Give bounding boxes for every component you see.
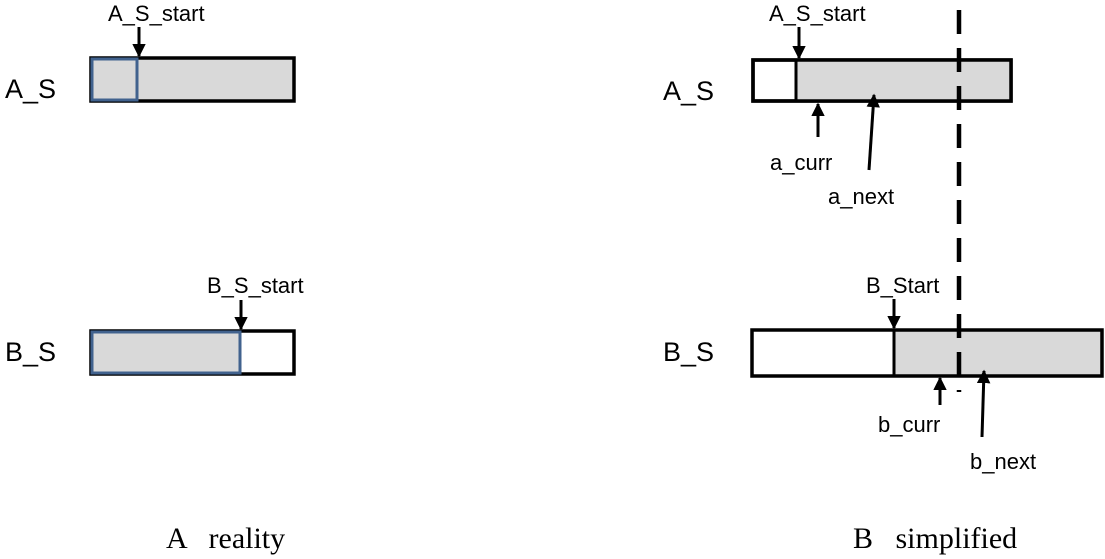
panel-b-b-filled-region: [894, 331, 1102, 375]
panel-a-a-buffer: [89, 56, 296, 103]
panel-b-b-start-label: B_Start: [866, 273, 939, 298]
panel-a-b-highlight: [90, 330, 242, 375]
panel-b-b-buffer: [750, 328, 1104, 378]
panel-b-caption: B simplified: [853, 522, 1017, 555]
panel-b-row-b-label: B_S: [663, 337, 714, 367]
panel-a-reality: A_S A_S_start B_S B_S_start A reality: [5, 1, 304, 555]
panel-a-b-start-label: B_S_start: [207, 273, 304, 298]
panel-b-a-start-label: A_S_start: [769, 1, 866, 26]
panel-b-row-a-label: A_S: [663, 76, 714, 106]
panel-b-b-curr-label: b_curr: [878, 412, 940, 437]
panel-b-a-next-label: a_next: [828, 184, 894, 209]
panel-a-caption: A reality: [166, 522, 285, 555]
panel-a-row-a-label: A_S: [5, 74, 56, 104]
panel-b-a-filled-region: [796, 61, 1010, 100]
panel-a-a-start-label: A_S_start: [108, 1, 205, 26]
panel-b-b-next-arrow: [976, 369, 991, 438]
panel-a-row-b-label: B_S: [5, 337, 56, 367]
panel-b-a-next-arrow: [866, 93, 880, 171]
panel-b-simplified: A_S A_S_start a_curr a_next B_S B_Start …: [663, 1, 1104, 555]
panel-b-b-next-label: b_next: [970, 449, 1036, 474]
panel-a-a-highlight: [90, 57, 139, 102]
panel-b-a-buffer-outline: [751, 58, 1013, 103]
panel-b-a-curr-label: a_curr: [770, 150, 832, 175]
